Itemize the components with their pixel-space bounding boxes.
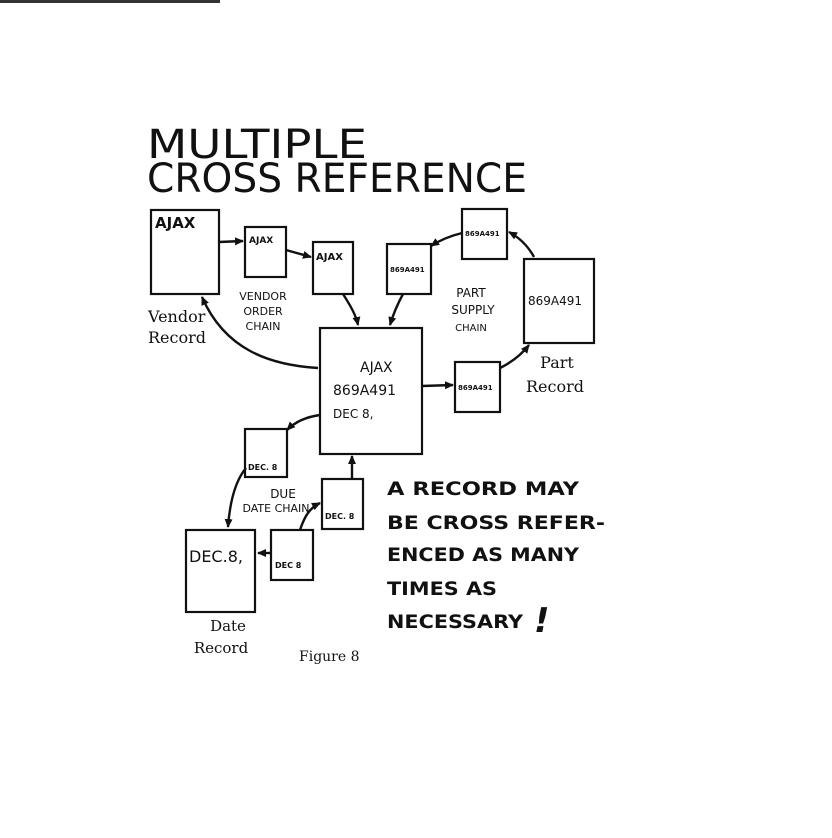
arrow-dateupper-to-daterecord bbox=[224, 467, 247, 528]
part-supply-chain-label-line3: CHAIN bbox=[455, 323, 487, 334]
due-date-box-lower bbox=[269, 528, 315, 582]
arrow-parttop-to-partleft bbox=[430, 231, 463, 247]
arrow-partrecord-to-parttop bbox=[508, 230, 536, 258]
connection-arrows bbox=[200, 230, 536, 557]
vendor-record-box bbox=[149, 208, 221, 296]
due-date-box-upper-text: DEC. 8 bbox=[248, 463, 278, 472]
arrow-central-to-dateupper bbox=[286, 413, 321, 431]
due-date-chain-label-line2: DATE CHAIN bbox=[242, 502, 309, 515]
note-line4: TIMES AS bbox=[387, 578, 497, 600]
central-record-line2: 869A491 bbox=[333, 383, 396, 399]
part-supply-box-left-text: 869A491 bbox=[390, 266, 425, 274]
vendor-record-label-line2: Record bbox=[148, 328, 206, 347]
part-record-text: 869A491 bbox=[528, 294, 582, 308]
figure-caption: Figure 8 bbox=[299, 649, 360, 665]
date-record-label-line2: Record bbox=[194, 639, 249, 657]
part-record-label-line1: Part bbox=[540, 353, 574, 372]
part-record-label-line2: Record bbox=[526, 377, 584, 396]
due-date-box-upper bbox=[243, 427, 289, 479]
vendor-record-label-line1: Vendor bbox=[147, 307, 206, 326]
arrow-central-to-partbottom bbox=[421, 381, 454, 390]
vendor-order-box-1-text: AJAX bbox=[249, 236, 273, 246]
due-date-chain-label-line1: DUE bbox=[270, 487, 296, 501]
note-line1: A RECORD MAY bbox=[387, 478, 579, 500]
part-supply-chain-label-line2: SUPPLY bbox=[451, 303, 495, 317]
scan-artifact bbox=[0, 0, 220, 3]
vendor-order-chain-label-line2: ORDER bbox=[243, 305, 283, 318]
arrow-datelower-to-dateright bbox=[298, 501, 321, 531]
diagram-title-line1: MULTIPLE bbox=[147, 122, 367, 168]
part-supply-box-top-text: 869A491 bbox=[465, 230, 500, 238]
due-date-box-right bbox=[320, 477, 365, 531]
part-supply-box-bottom bbox=[453, 360, 502, 414]
central-record-line3: DEC 8, bbox=[333, 407, 373, 421]
note-line3: ENCED AS MANY bbox=[387, 544, 579, 566]
part-supply-box-bottom-text: 869A491 bbox=[458, 384, 493, 392]
vendor-order-chain-label-line1: VENDOR bbox=[239, 290, 287, 303]
diagram-title-line2: CROSS REFERENCE bbox=[147, 156, 527, 202]
date-record-box bbox=[184, 528, 257, 614]
due-date-box-right-text: DEC. 8 bbox=[325, 512, 355, 521]
part-record-box bbox=[522, 257, 596, 345]
due-date-box-lower-text: DEC 8 bbox=[275, 561, 302, 570]
date-record-text: DEC.8, bbox=[189, 547, 243, 566]
part-supply-box-left bbox=[385, 242, 433, 296]
vendor-record-text: AJAX bbox=[155, 214, 196, 232]
date-record-label-line1: Date bbox=[210, 617, 246, 635]
vendor-order-box-2-text: AJAX bbox=[316, 252, 343, 263]
arrow-central-to-vendor bbox=[200, 296, 319, 370]
vendor-order-box-1 bbox=[243, 225, 288, 279]
arrow-order2-to-central bbox=[341, 293, 361, 326]
arrow-partbottom-to-partrecord bbox=[499, 344, 530, 370]
central-record-box bbox=[318, 326, 424, 456]
vendor-order-chain-label-line3: CHAIN bbox=[246, 320, 281, 333]
note-exclamation: ! bbox=[534, 601, 550, 641]
arrow-partleft-to-central bbox=[388, 293, 405, 326]
central-record-line1: AJAX bbox=[360, 360, 393, 376]
vendor-order-box-2 bbox=[311, 240, 355, 296]
note-line2: BE CROSS REFER- bbox=[387, 512, 605, 534]
arrow-vendor-to-order1 bbox=[218, 237, 244, 246]
arrow-order1-to-order2 bbox=[285, 248, 312, 259]
part-supply-chain-label-line1: PART bbox=[456, 286, 486, 300]
note-line5: NECESSARY bbox=[387, 611, 523, 633]
